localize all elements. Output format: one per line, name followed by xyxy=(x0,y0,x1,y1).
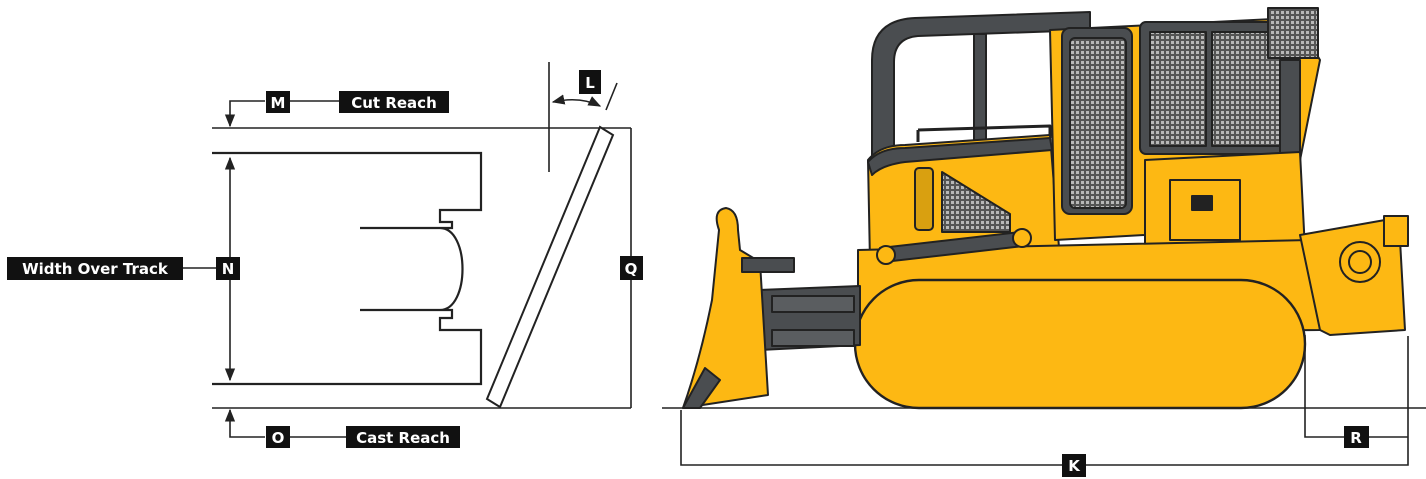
cast-reach-label: Cast Reach xyxy=(346,426,460,448)
track-outline xyxy=(212,151,483,386)
width-over-track-label: Width Over Track xyxy=(7,257,183,280)
cut-reach-label: Cut Reach xyxy=(339,91,449,113)
dozer-blade xyxy=(682,207,769,409)
svg-text:N: N xyxy=(222,260,235,278)
svg-text:Width Over Track: Width Over Track xyxy=(22,260,169,278)
marker-k: K xyxy=(1062,454,1086,477)
marker-r: R xyxy=(1344,426,1369,448)
svg-text:M: M xyxy=(271,94,286,112)
m-leader xyxy=(224,100,265,128)
svg-text:O: O xyxy=(272,429,285,447)
k-dimension-line xyxy=(680,336,1409,466)
o-leader xyxy=(224,408,265,438)
svg-text:Cast Reach: Cast Reach xyxy=(356,429,450,447)
svg-text:L: L xyxy=(585,74,595,92)
marker-o: O xyxy=(266,426,290,448)
svg-text:K: K xyxy=(1068,457,1081,475)
top-view-diagram xyxy=(182,62,632,438)
angled-blade xyxy=(485,125,615,409)
l-angle-arc xyxy=(551,94,602,107)
blade-cutting-edge xyxy=(682,367,721,409)
cab-rear-grille xyxy=(1267,7,1319,59)
marker-l: L xyxy=(579,70,601,94)
r-dimension-line xyxy=(1304,335,1408,438)
marker-m: M xyxy=(266,91,290,113)
side-dimensions xyxy=(680,335,1409,466)
dozer-side-view xyxy=(682,7,1409,410)
svg-text:Q: Q xyxy=(625,260,638,278)
svg-text:R: R xyxy=(1350,429,1362,447)
engine-side-grille xyxy=(941,171,1011,233)
rear-latch-icon xyxy=(1191,195,1213,211)
svg-text:Cut Reach: Cut Reach xyxy=(351,94,437,112)
marker-q: Q xyxy=(620,256,643,280)
marker-n: N xyxy=(216,257,240,280)
track xyxy=(853,278,1307,410)
